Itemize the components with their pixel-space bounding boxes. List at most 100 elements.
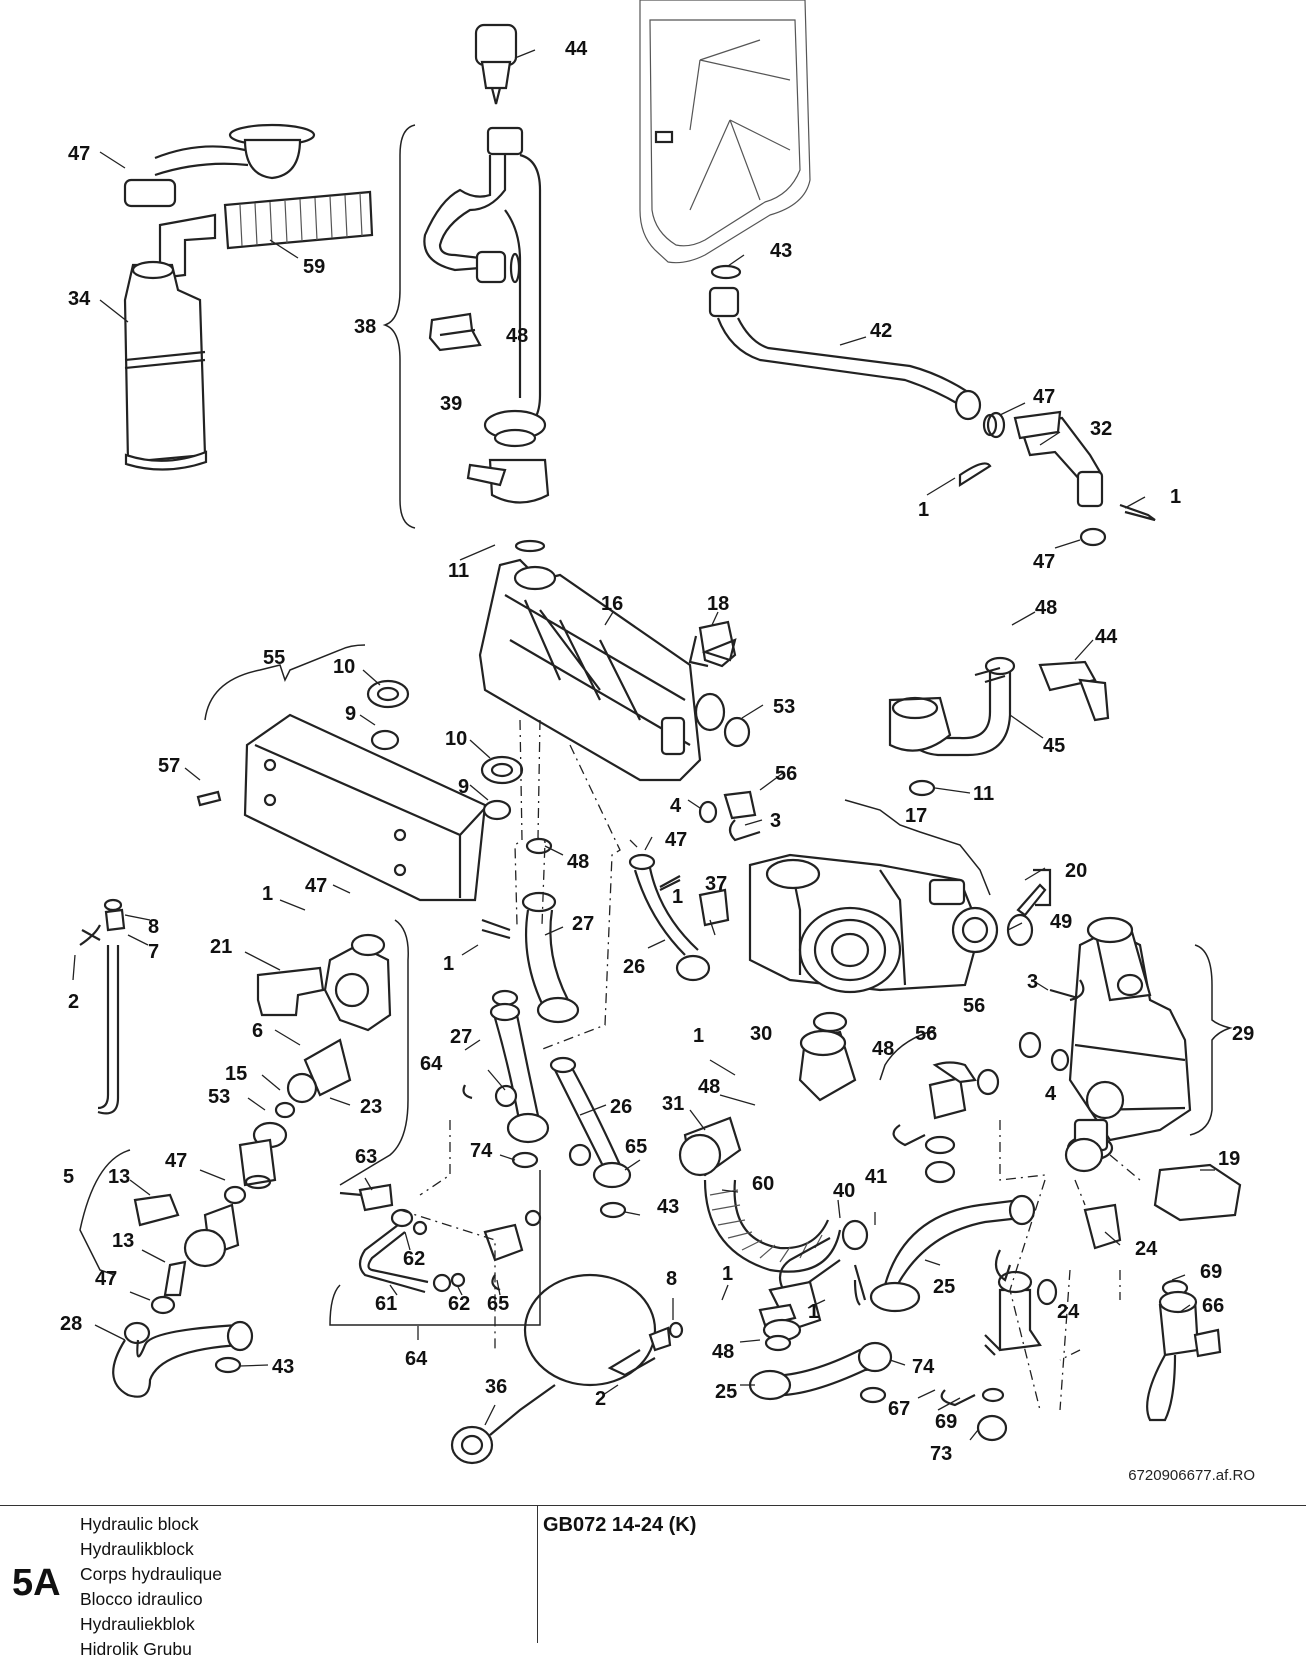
callout-59: 59 bbox=[303, 256, 325, 278]
callout-62: 62 bbox=[448, 1293, 470, 1315]
callout-26: 26 bbox=[610, 1096, 632, 1118]
callout-47: 47 bbox=[165, 1150, 187, 1172]
callout-49: 49 bbox=[1050, 911, 1072, 933]
flow-pipe-part bbox=[708, 264, 1156, 547]
callout-43: 43 bbox=[272, 1356, 294, 1378]
callout-46: 47 bbox=[68, 143, 90, 165]
callout-1: 1 bbox=[808, 1301, 819, 1323]
callout-11: 11 bbox=[973, 783, 994, 805]
callout-48: 48 bbox=[567, 851, 589, 873]
callout-labels: 44 47 59 34 38 48 39 43 42 47 32 1 1 47 … bbox=[60, 38, 1255, 1484]
callout-67: 66 bbox=[1202, 1295, 1224, 1317]
callout-27: 27 bbox=[450, 1026, 472, 1048]
title-nl: Hydrauliekblok bbox=[80, 1614, 195, 1634]
callout-9: 9 bbox=[458, 776, 469, 798]
callout-57: 57 bbox=[158, 755, 180, 777]
callout-48: 48 bbox=[698, 1076, 720, 1098]
callout-20: 20 bbox=[1065, 860, 1087, 882]
callout-13: 13 bbox=[112, 1230, 134, 1252]
callout-35: 36 bbox=[485, 1376, 507, 1398]
hydraulic-block-part bbox=[478, 539, 751, 782]
callout-47: 47 bbox=[1033, 386, 1055, 408]
callout-26: 26 bbox=[623, 956, 645, 978]
callout-1: 1 bbox=[722, 1263, 733, 1285]
callout-29: 29 bbox=[1232, 1023, 1254, 1045]
callout-63: 63 bbox=[355, 1146, 377, 1168]
callout-18: 18 bbox=[707, 593, 729, 615]
callout-2: 2 bbox=[595, 1388, 606, 1410]
callout-45: 45 bbox=[1043, 735, 1065, 757]
diverter-valve-part bbox=[1066, 916, 1192, 1162]
diagram-reference: 6720906677.af.RO bbox=[1128, 1467, 1255, 1484]
callout-56: 56 bbox=[915, 1023, 937, 1045]
callout-21: 21 bbox=[210, 936, 232, 958]
callout-8: 8 bbox=[148, 916, 159, 938]
return-pipe-part bbox=[423, 23, 550, 504]
callout-39: 40 bbox=[833, 1180, 855, 1202]
callout-61: 61 bbox=[375, 1293, 397, 1315]
callout-74: 74 bbox=[470, 1140, 493, 1162]
callout-25: 25 bbox=[715, 1381, 737, 1403]
section-code: 5A bbox=[12, 1562, 61, 1604]
expansion-vessel-part bbox=[639, 0, 811, 264]
callout-40: 41 bbox=[865, 1166, 887, 1188]
callout-4: 4 bbox=[1045, 1083, 1057, 1105]
callout-1: 1 bbox=[693, 1025, 704, 1047]
callout-48: 48 bbox=[872, 1038, 894, 1060]
callout-8: 8 bbox=[666, 1268, 677, 1290]
callout-73: 73 bbox=[930, 1443, 952, 1465]
title-de: Hydraulikblock bbox=[80, 1539, 194, 1559]
callout-47: 47 bbox=[95, 1268, 117, 1290]
title-it: Blocco idraulico bbox=[80, 1589, 203, 1609]
callout-55: 55 bbox=[263, 647, 285, 669]
callout-23: 23 bbox=[360, 1096, 382, 1118]
callout-48: 48 bbox=[506, 325, 528, 347]
callout-68: 67 bbox=[888, 1398, 910, 1420]
callout-9: 9 bbox=[345, 703, 356, 725]
pump-connection-group bbox=[678, 1011, 869, 1273]
callout-66: 65 bbox=[625, 1136, 647, 1158]
title-tr: Hidrolik Grubu bbox=[80, 1639, 192, 1659]
callout-14: 13 bbox=[108, 1166, 130, 1188]
callout-42: 42 bbox=[870, 320, 892, 342]
section-titles: Hydraulic block Hydraulikblock Corps hyd… bbox=[80, 1512, 222, 1662]
callout-1: 1 bbox=[262, 883, 273, 905]
callout-2: 2 bbox=[68, 991, 79, 1013]
exploded-parts-diagram: 44 47 59 34 38 48 39 43 42 47 32 1 1 47 … bbox=[60, 0, 1255, 1484]
condensate-siphon-part bbox=[123, 123, 374, 471]
title-fr: Corps hydraulique bbox=[80, 1564, 223, 1584]
callout-27: 27 bbox=[572, 913, 594, 935]
callout-5: 5 bbox=[63, 1166, 74, 1188]
callout-44: 44 bbox=[1095, 626, 1118, 648]
callout-31: 31 bbox=[662, 1093, 684, 1115]
callout-24: 24 bbox=[1057, 1301, 1080, 1323]
callout-32: 32 bbox=[1090, 418, 1112, 440]
heating-connection-group bbox=[112, 933, 392, 1398]
callout-36: 37 bbox=[705, 873, 727, 895]
callout-43: 43 bbox=[657, 1196, 679, 1218]
callout-1: 1 bbox=[1170, 486, 1181, 508]
callout-3: 3 bbox=[1027, 971, 1038, 993]
callout-60: 60 bbox=[752, 1173, 774, 1195]
callout-16: 16 bbox=[601, 593, 623, 615]
callout-47: 47 bbox=[305, 875, 327, 897]
callout-10: 10 bbox=[445, 728, 467, 750]
callout-47: 47 bbox=[665, 829, 687, 851]
callout-34: 34 bbox=[68, 288, 91, 310]
callout-28: 28 bbox=[60, 1313, 82, 1335]
callout-1: 1 bbox=[672, 886, 683, 908]
callout-41: 44 bbox=[565, 38, 588, 60]
assembly-dash-lines bbox=[399, 719, 1141, 1411]
callout-24: 24 bbox=[1135, 1238, 1158, 1260]
callout-19: 19 bbox=[1218, 1148, 1240, 1170]
sensor-and-drain-group bbox=[79, 898, 684, 1465]
callout-6: 6 bbox=[252, 1020, 263, 1042]
callout-7: 7 bbox=[148, 941, 159, 963]
callout-11: 11 bbox=[448, 560, 469, 582]
callout-1: 1 bbox=[918, 499, 929, 521]
circulation-pump-part bbox=[748, 853, 999, 994]
flow-return-pipes bbox=[481, 837, 730, 1219]
leader-lines bbox=[72, 49, 1215, 1441]
lower-pipe-group bbox=[748, 1137, 1242, 1442]
callout-25: 25 bbox=[933, 1276, 955, 1298]
